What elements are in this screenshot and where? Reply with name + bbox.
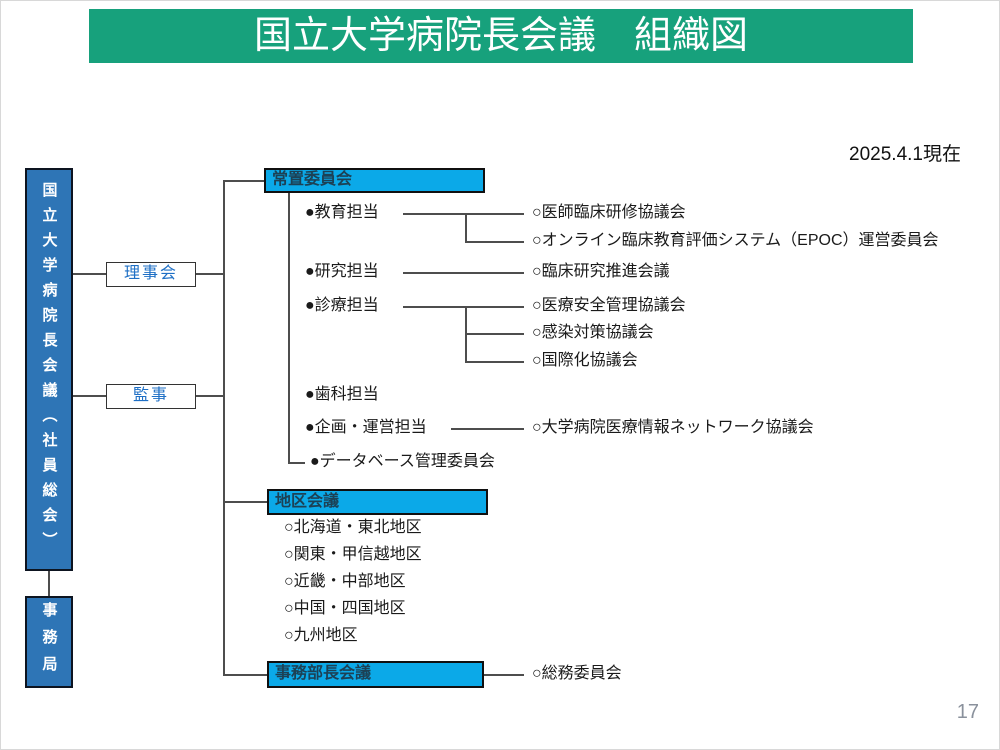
district-item: ○関東・甲信越地区	[284, 546, 422, 563]
connector-line	[484, 674, 524, 676]
connector-line	[465, 241, 524, 243]
page-title: 国立大学病院長会議 組織図	[89, 9, 913, 63]
duty-education: ●教育担当	[305, 204, 379, 221]
subcommittee-item: ○大学病院医療情報ネットワーク協議会	[532, 419, 814, 436]
connector-line	[288, 193, 290, 462]
duty-database: ●データベース管理委員会	[310, 453, 495, 470]
connector-line	[288, 462, 305, 464]
subcommittee-item: ○オンライン臨床教育評価システム（EPOC）運営委員会	[532, 232, 939, 249]
connector-line	[48, 571, 50, 596]
connector-line	[73, 273, 106, 275]
connector-line	[223, 674, 267, 676]
connector-line	[403, 306, 524, 308]
connector-line	[196, 395, 224, 397]
page-number: 17	[956, 701, 979, 723]
subcommittee-item: ○感染対策協議会	[532, 324, 654, 341]
connector-line	[223, 180, 225, 675]
subcommittee-item: ○臨床研究推進会議	[532, 263, 670, 280]
secretariat-box: 事務局	[25, 596, 73, 688]
subcommittee-item: ○総務委員会	[532, 665, 622, 682]
auditors-box: 監事	[106, 384, 196, 409]
connector-line	[223, 180, 264, 182]
duty-dental: ●歯科担当	[305, 386, 379, 403]
duty-planning: ●企画・運営担当	[305, 419, 427, 436]
subcommittee-item: ○医療安全管理協議会	[532, 297, 686, 314]
district-item: ○北海道・東北地区	[284, 519, 422, 536]
connector-line	[465, 333, 524, 335]
general-assembly-box: 国立大学病院長会議（社員総会）	[25, 168, 73, 571]
connector-line	[451, 428, 524, 430]
connector-line	[223, 501, 267, 503]
connector-line	[403, 213, 524, 215]
duty-research: ●研究担当	[305, 263, 379, 280]
connector-line	[73, 395, 106, 397]
connector-line	[465, 361, 524, 363]
admin-directors-meeting-header: 事務部長会議	[267, 661, 484, 688]
subcommittee-item: ○国際化協議会	[532, 352, 638, 369]
standing-committee-header: 常置委員会	[264, 168, 485, 193]
connector-line	[465, 213, 467, 241]
district-item: ○九州地区	[284, 627, 358, 644]
date-note: 2025.4.1現在	[849, 144, 961, 165]
subcommittee-item: ○医師臨床研修協議会	[532, 204, 686, 221]
board-of-directors-box: 理事会	[106, 262, 196, 287]
district-item: ○中国・四国地区	[284, 600, 406, 617]
connector-line	[196, 273, 224, 275]
connector-line	[403, 272, 524, 274]
duty-clinical: ●診療担当	[305, 297, 379, 314]
district-meeting-header: 地区会議	[267, 489, 488, 515]
district-item: ○近畿・中部地区	[284, 573, 406, 590]
